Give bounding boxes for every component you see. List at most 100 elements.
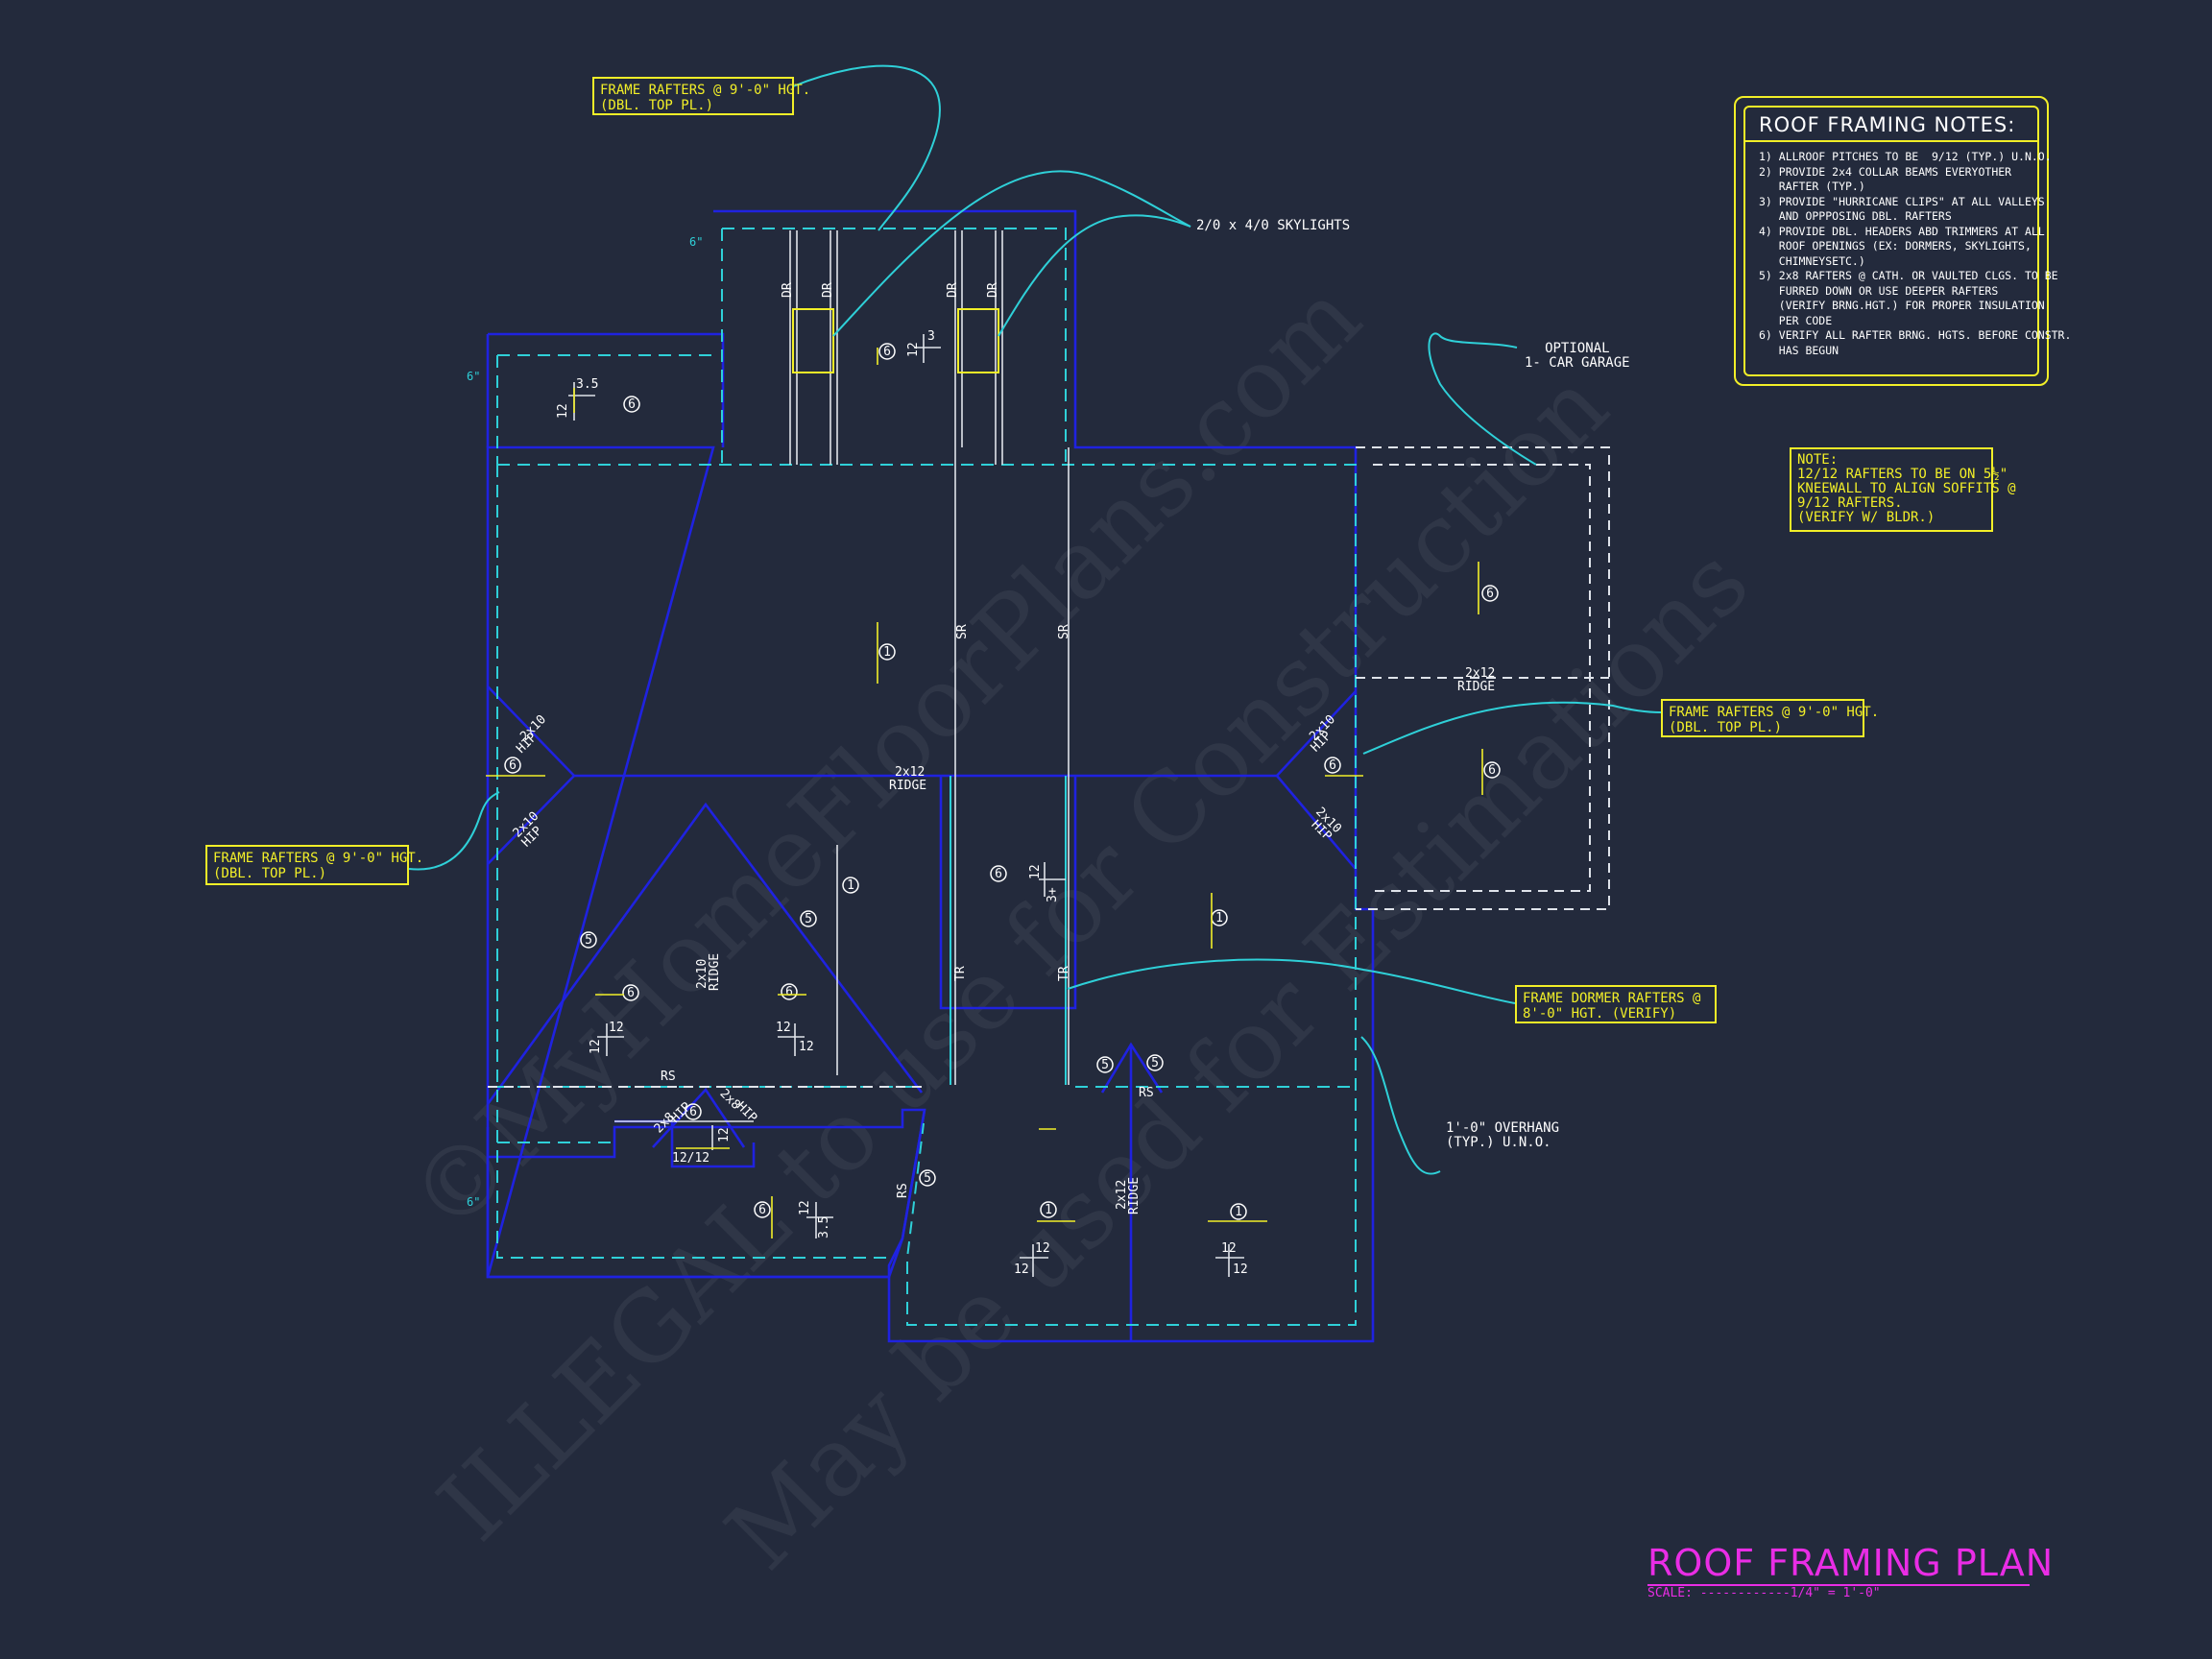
overhang-main bbox=[496, 464, 1357, 1326]
pitch-dormer: 12 3+ bbox=[1028, 862, 1066, 902]
rafter-tag-18: 5 bbox=[1096, 1056, 1114, 1073]
pitch-rise: 3.5 bbox=[817, 1216, 831, 1238]
dr-label-2: DR bbox=[821, 282, 835, 298]
leader-dormer bbox=[1067, 958, 1516, 1004]
svg-text:6: 6 bbox=[785, 985, 793, 999]
six-inch-left: 6" bbox=[467, 370, 480, 383]
svg-text:6: 6 bbox=[627, 986, 635, 1000]
rafter-tag-10: 1 bbox=[1211, 909, 1228, 926]
tr-label-right: TR bbox=[1057, 966, 1071, 981]
roof-outline bbox=[486, 209, 1375, 1343]
watermark-line-2: ILLEGAL to use for Construction bbox=[417, 349, 1629, 1562]
title-underline bbox=[1647, 1584, 2030, 1586]
note-item-6: 6) VERIFY ALL RAFTER BRNG. HGTS. BEFORE … bbox=[1759, 328, 2072, 357]
leader-lines bbox=[408, 64, 1662, 1175]
note-item-1: 1) ALLROOF PITCHES TO BE 9/12 (TYP.) U.N… bbox=[1759, 150, 2052, 163]
note-item-5: 5) 2x8 RAFTERS @ CATH. OR VAULTED CLGS. … bbox=[1759, 269, 2058, 327]
callout-dormer-rafters: FRAME DORMER RAFTERS @ 8'-0" HGT. (VERIF… bbox=[1515, 985, 1717, 1023]
rafter-tag-9: 1 bbox=[842, 877, 859, 894]
rafter-tag-5: 6 bbox=[1324, 757, 1341, 774]
notes-heading: ROOF FRAMING NOTES: bbox=[1759, 113, 2016, 136]
leader-rafters-right bbox=[1362, 701, 1662, 755]
pitch-run: 12 bbox=[1233, 1262, 1248, 1277]
overhang-left-wing bbox=[496, 354, 713, 465]
main-roof-outline bbox=[486, 209, 1375, 1343]
note-item-2: 2) PROVIDE 2x4 COLLAR BEAMS EVERYOTHER R… bbox=[1759, 164, 2012, 194]
dr-label-4: DR bbox=[986, 282, 1000, 298]
dr-label-3: DR bbox=[946, 282, 960, 298]
leader-rafters-top bbox=[792, 64, 941, 231]
leader-rafters-left bbox=[408, 791, 500, 871]
pitch-gable-left: 12 12 bbox=[589, 1021, 624, 1056]
pitch-run: 12 bbox=[798, 1200, 812, 1215]
svg-text:6: 6 bbox=[1486, 587, 1494, 601]
svg-text:6: 6 bbox=[1488, 763, 1496, 778]
garage-outline bbox=[488, 446, 1610, 1088]
callout-kneewall-note: NOTE: 12/12 RAFTERS TO BE ON 5½" KNEEWAL… bbox=[1790, 447, 2016, 532]
skylight-right bbox=[957, 308, 999, 373]
svg-text:5: 5 bbox=[924, 1171, 931, 1186]
skylight-left bbox=[792, 308, 834, 373]
pitch-run: 12 bbox=[556, 403, 570, 419]
pitch-run: 12 bbox=[906, 342, 921, 357]
rafter-tag-11: 5 bbox=[580, 931, 597, 949]
rafter-tag-12: 5 bbox=[800, 910, 817, 927]
leader-skylights-2 bbox=[998, 214, 1191, 337]
roof-framing-notes: ROOF FRAMING NOTES: 1) ALLROOF PITCHES T… bbox=[1734, 96, 2072, 386]
pitch-rise: 12 bbox=[1035, 1241, 1050, 1256]
svg-text:6: 6 bbox=[883, 345, 891, 359]
leader-skylights-1 bbox=[832, 170, 1191, 337]
garage-ridge-label: RIDGE bbox=[1457, 680, 1495, 694]
dr-2 bbox=[830, 230, 838, 465]
rafter-tag-14: 6 bbox=[781, 983, 798, 1000]
pitch-rise: 3.5 bbox=[576, 377, 598, 392]
skylight-rafters bbox=[614, 230, 1070, 1122]
skylights bbox=[792, 308, 999, 373]
callout-overhang: 1'-0" OVERHANG (TYP.) U.N.O. bbox=[1446, 1120, 1560, 1150]
dormer-box bbox=[939, 776, 1077, 1010]
drawing-title: ROOF FRAMING PLAN bbox=[1647, 1542, 2055, 1584]
six-inch-bottom: 6" bbox=[467, 1195, 480, 1209]
pitch-skylight: 3 12 bbox=[906, 329, 941, 363]
dr-3 bbox=[954, 230, 963, 447]
rafter-tag-6: 6 bbox=[1481, 585, 1499, 602]
callout-rafters-right: FRAME RAFTERS @ 9'-0" HGT. (DBL. TOP PL.… bbox=[1661, 699, 1879, 737]
rafter-tag-21: 1 bbox=[1230, 1203, 1247, 1220]
rs-label-bottom: RS bbox=[1139, 1086, 1154, 1100]
svg-text:6: 6 bbox=[689, 1105, 697, 1119]
notes-divider bbox=[1745, 140, 2037, 142]
notes-list: 1) ALLROOF PITCHES TO BE 9/12 (TYP.) U.N… bbox=[1759, 150, 2072, 358]
rafter-tag-17: 5 bbox=[919, 1169, 936, 1187]
gable-ridge-label: RIDGE bbox=[708, 953, 722, 991]
leader-overhang bbox=[1360, 1036, 1441, 1175]
watermark: ©MyHomeFloorPlans.com ILLEGAL to use for… bbox=[388, 261, 1769, 1591]
ridge-line-bottom-left bbox=[1100, 1042, 1164, 1094]
rafter-tag-8: 6 bbox=[990, 865, 1007, 882]
pitch-lower-small: 12 bbox=[711, 1125, 732, 1150]
rafter-tag-15: 6 bbox=[685, 1103, 702, 1120]
pitch-rise: 12 bbox=[1221, 1241, 1237, 1256]
garage-outer bbox=[1356, 446, 1610, 910]
garage-ridge-size: 2x12 bbox=[1465, 666, 1495, 681]
svg-text:5: 5 bbox=[1151, 1056, 1159, 1070]
callout-rafters-top: FRAME RAFTERS @ 9'-0" HGT. (DBL. TOP PL.… bbox=[592, 77, 810, 115]
lower-wing-outline bbox=[486, 1109, 926, 1279]
rafter-tag-19: 5 bbox=[1146, 1054, 1164, 1071]
rafter-tag-13: 6 bbox=[622, 984, 639, 1001]
sr-label-left: SR bbox=[955, 624, 970, 639]
pitch-rise: 12 bbox=[776, 1021, 791, 1035]
pitch-run: 12 bbox=[589, 1039, 603, 1054]
sr-label-right: SR bbox=[1057, 624, 1071, 639]
rafter-tag-7: 6 bbox=[1483, 761, 1501, 779]
pitch-gable-right: 12 12 bbox=[776, 1021, 814, 1056]
pitch-run: 12 bbox=[1028, 864, 1043, 879]
ridge-label-main: RIDGE bbox=[889, 779, 926, 793]
gable-ridge-size: 2x10 bbox=[695, 959, 709, 989]
pitch-run: 12 bbox=[1014, 1262, 1029, 1277]
svg-text:1: 1 bbox=[883, 645, 891, 660]
hip-right-upper bbox=[1276, 690, 1357, 777]
hip-right-lower bbox=[1276, 775, 1357, 870]
pitch-run: 12 bbox=[799, 1040, 814, 1054]
